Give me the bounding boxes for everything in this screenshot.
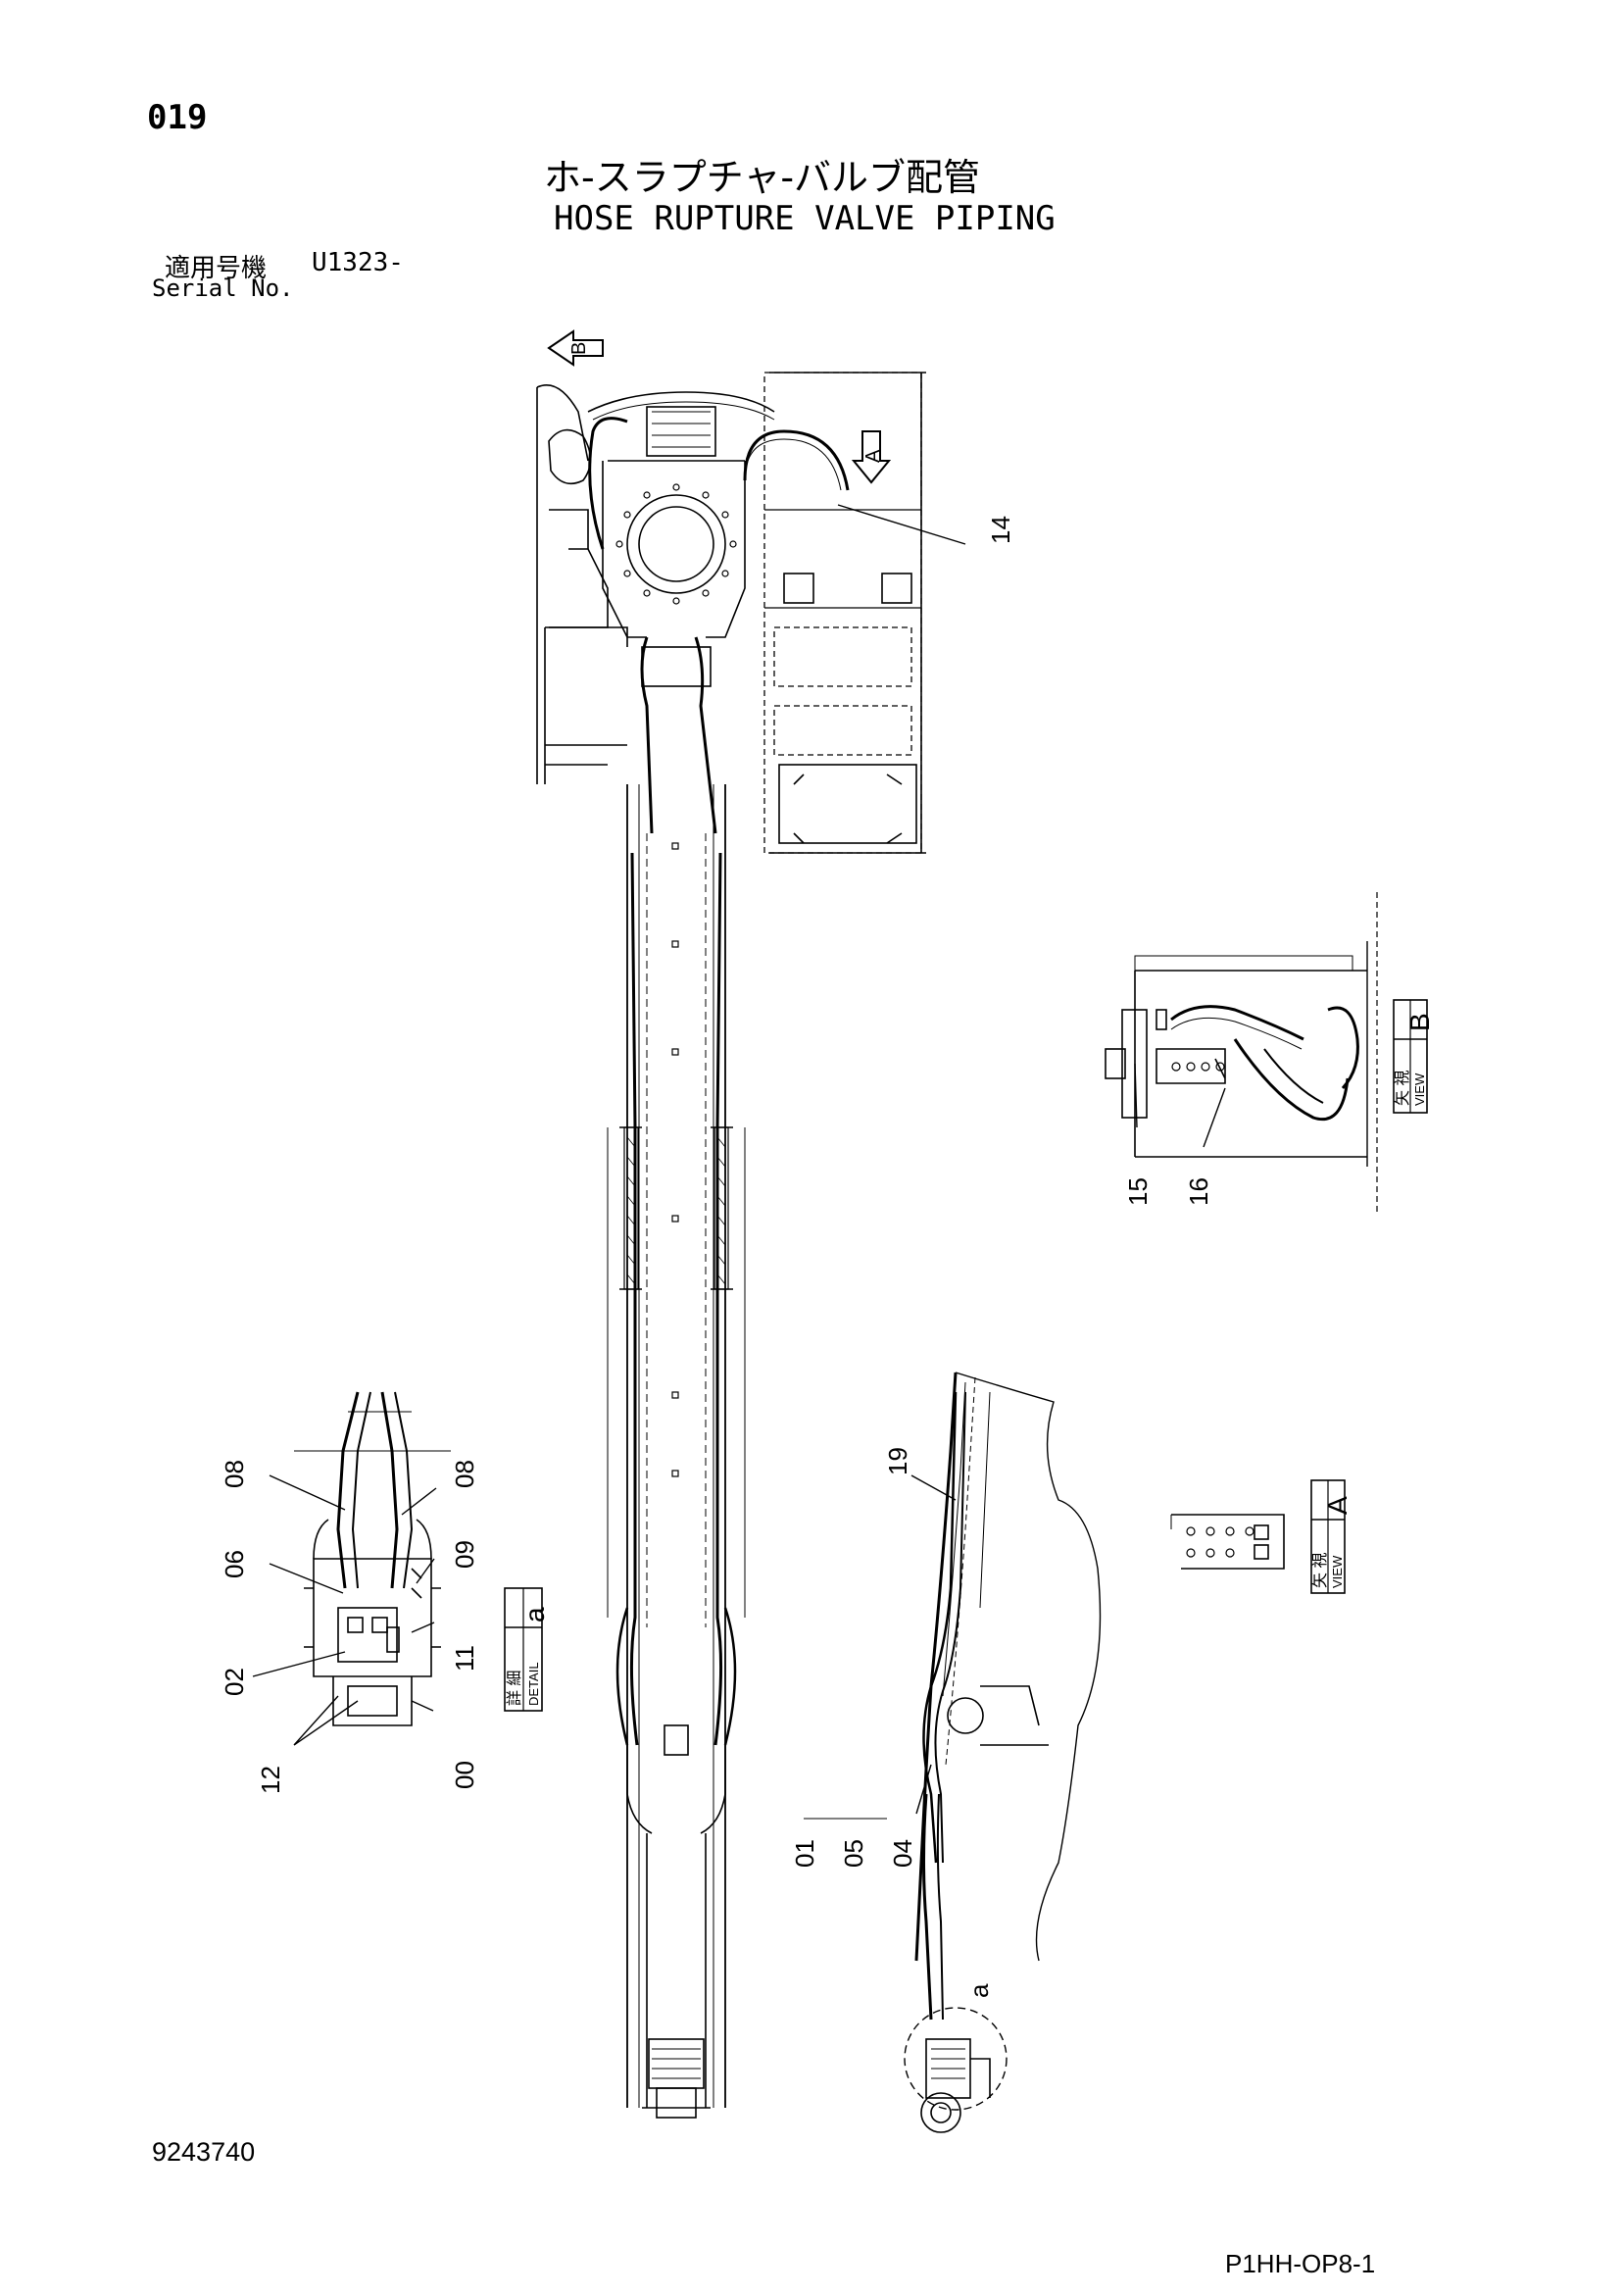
callout-04: 04 [888, 1839, 917, 1868]
view-b-label: B 矢 視 VIEW [1393, 999, 1435, 1114]
view-a-arrow: A [851, 430, 892, 484]
view-a-arrow-letter: A [862, 449, 884, 463]
callout-02: 02 [220, 1668, 249, 1696]
detail-a-box-letter: a [519, 1607, 550, 1622]
serial-value: U1323- [312, 248, 404, 277]
callout-00: 00 [450, 1761, 479, 1789]
title-english: HOSE RUPTURE VALVE PIPING [554, 199, 1056, 238]
callout-01: 01 [790, 1839, 819, 1868]
callout-15: 15 [1123, 1177, 1153, 1206]
view-a-jp: 矢 視 [1311, 1553, 1329, 1588]
view-b-jp: 矢 視 [1394, 1071, 1411, 1106]
callout-08-left: 08 [220, 1460, 249, 1488]
view-a-detail [1170, 1514, 1285, 1570]
page-number: 019 [147, 98, 208, 137]
serial-label: Serial No. [152, 275, 294, 302]
callout-16: 16 [1184, 1177, 1213, 1206]
view-a-label: A 矢 視 VIEW [1310, 1479, 1352, 1594]
callout-11: 11 [450, 1645, 479, 1672]
callout-14: 14 [986, 516, 1015, 544]
detail-a-en: DETAIL [526, 1662, 541, 1706]
upper-structure [536, 372, 926, 854]
callout-05: 05 [839, 1839, 868, 1868]
detail-a-label: a 詳 細 DETAIL [504, 1587, 550, 1712]
boom-tip-side-view [904, 1372, 1102, 2133]
applicable-label: 適用号機 [165, 254, 268, 283]
callout-06: 06 [220, 1550, 249, 1578]
view-b-arrow: B [547, 329, 604, 367]
callout-12: 12 [256, 1766, 285, 1794]
view-b-box-letter: B [1404, 1013, 1435, 1031]
view-a-en: VIEW [1330, 1555, 1345, 1588]
drawing-number: 9243740 [152, 2137, 256, 2167]
callout-19: 19 [883, 1447, 912, 1475]
view-b-en: VIEW [1412, 1073, 1427, 1106]
detail-circle-letter: a [964, 1983, 994, 1998]
view-b-detail [1105, 892, 1378, 1216]
callout-09: 09 [450, 1540, 479, 1569]
title-japanese: ホ-スラプチャ-バルブ配管 [544, 156, 981, 199]
boom [607, 784, 746, 2119]
detail-a-drawing [294, 1391, 451, 1726]
page-code: P1HH-OP8-1 [1225, 2249, 1376, 2278]
view-a-box-letter: A [1322, 1496, 1352, 1515]
callout-08-right: 08 [450, 1460, 479, 1488]
view-b-arrow-letter: B [568, 342, 590, 355]
detail-a-jp: 詳 細 [506, 1671, 523, 1706]
